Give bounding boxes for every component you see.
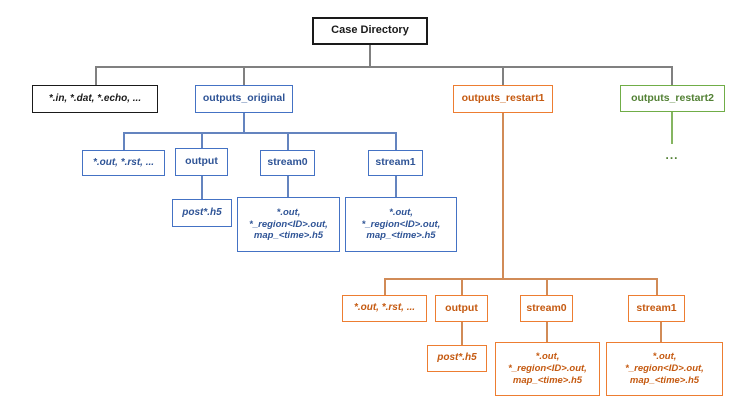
node-original-stream1: stream1: [368, 150, 423, 176]
node-original-post-h5: post*.h5: [172, 199, 232, 227]
connector-drop-original-stream0: [287, 132, 289, 150]
connector-restart2-stem: [671, 112, 673, 144]
connector-drop-outputs-restart2: [671, 66, 673, 86]
connector-restart1-stem: [502, 113, 504, 278]
connector-drop-original-stream1: [395, 132, 397, 150]
connector-drop-outputs-original: [243, 66, 245, 86]
connector-drop-restart1-files: [384, 278, 386, 295]
node-outputs-restart1: outputs_restart1: [453, 85, 553, 113]
connector-restart1-output-files: [461, 322, 463, 345]
node-restart2-ellipsis: ...: [665, 148, 679, 162]
node-restart1-post-h5: post*.h5: [427, 345, 487, 372]
connector-restart1-stream1-files: [660, 322, 662, 342]
connector-drop-restart1-stream1: [656, 278, 658, 295]
connector-original-rail: [123, 132, 396, 134]
node-original-stream0-files: *.out, *_region<ID>.out, map_<time>.h5: [237, 197, 340, 252]
connector-drop-restart1-output: [461, 278, 463, 295]
node-restart1-stream0-files: *.out, *_region<ID>.out, map_<time>.h5: [495, 342, 600, 396]
connector-original-stem: [243, 113, 245, 132]
connector-drop-original-files: [123, 132, 125, 150]
connector-drop-original-output: [201, 132, 203, 149]
connector-level1-rail: [95, 66, 672, 68]
node-case-directory: Case Directory: [312, 17, 428, 45]
node-original-output: output: [175, 148, 228, 176]
node-original-out-files: *.out, *.rst, ...: [82, 150, 165, 176]
connector-drop-outputs-restart1: [502, 66, 504, 86]
node-restart1-stream1-files: *.out, *_region<ID>.out, map_<time>.h5: [606, 342, 723, 396]
node-case-files: *.in, *.dat, *.echo, ...: [32, 85, 158, 113]
connector-root-stem: [369, 45, 371, 66]
node-restart1-stream1: stream1: [628, 295, 685, 322]
node-restart1-output: output: [435, 295, 488, 322]
connector-original-stream0-files: [287, 176, 289, 197]
node-outputs-original: outputs_original: [195, 85, 293, 113]
connector-restart1-stream0-files: [546, 322, 548, 342]
connector-drop-restart1-stream0: [546, 278, 548, 295]
connector-original-stream1-files: [395, 176, 397, 197]
connector-original-output-files: [201, 176, 203, 199]
node-original-stream0: stream0: [260, 150, 315, 176]
node-restart1-out-files: *.out, *.rst, ...: [342, 295, 427, 322]
connector-restart1-rail: [384, 278, 656, 280]
node-restart1-stream0: stream0: [520, 295, 573, 322]
connector-drop-case-files: [95, 66, 97, 86]
node-original-stream1-files: *.out, *_region<ID>.out, map_<time>.h5: [345, 197, 457, 252]
node-outputs-restart2: outputs_restart2: [620, 85, 725, 112]
